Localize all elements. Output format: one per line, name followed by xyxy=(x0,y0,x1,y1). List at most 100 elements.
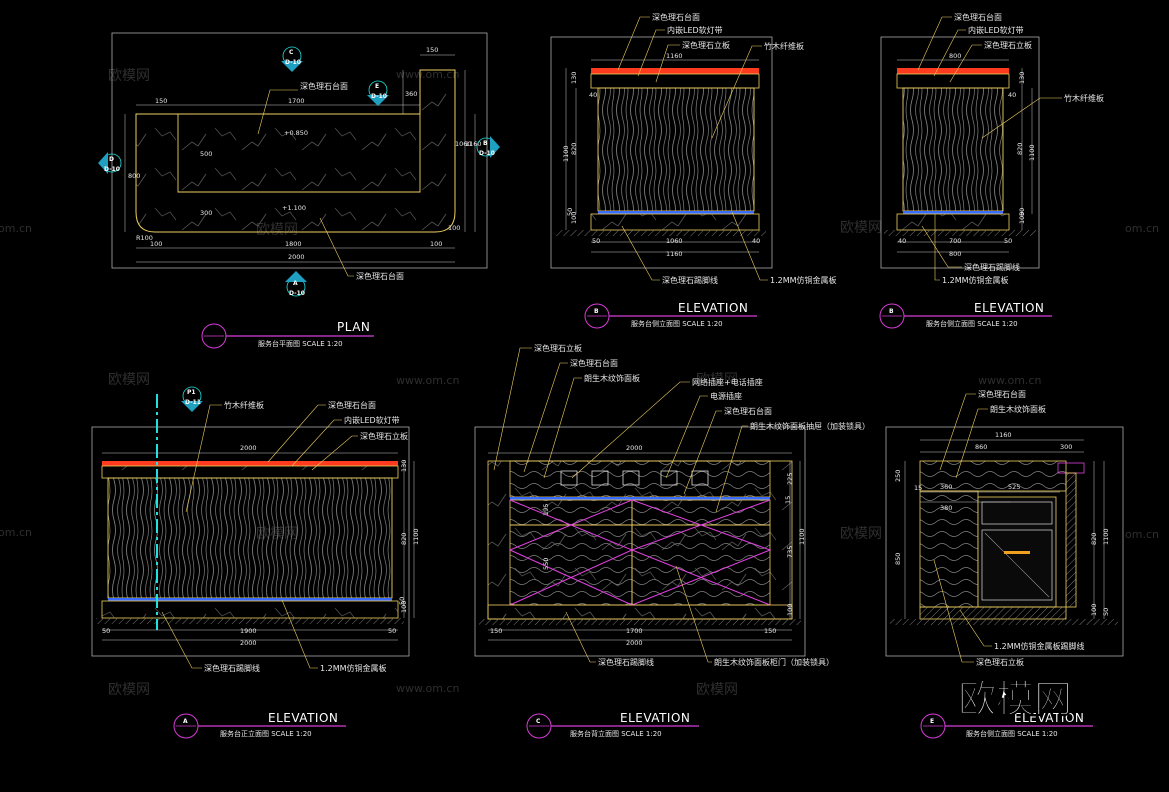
plan-dim-100-left: 100 xyxy=(150,240,162,248)
elev-b1-panel xyxy=(597,87,755,212)
elev-b2-dim-800: 800 xyxy=(949,250,961,258)
elev-e-label-3: 深色理石立板 xyxy=(976,657,1024,667)
elevation-c: 2000 150 1700 150 2000 225 15 735 1100 1… xyxy=(474,343,870,739)
elev-a-dim-50-v: 50 xyxy=(398,597,406,605)
plan-title: PLAN xyxy=(337,320,370,334)
elev-c-dim-2000: 2000 xyxy=(626,639,643,647)
elev-a-label-0: 竹木纤维板 xyxy=(224,400,264,410)
elev-b2-dims xyxy=(897,59,1033,253)
brand-logo: 欧模网 xyxy=(958,677,1072,721)
plan-leaders xyxy=(257,89,354,277)
elev-c-door-left xyxy=(509,524,633,606)
elev-a-floor xyxy=(96,618,404,624)
elev-b2-label-1: 内嵌LED软灯带 xyxy=(968,25,1024,35)
elev-b1-dim-top: 1160 xyxy=(666,52,683,60)
elev-a-marble-top xyxy=(101,465,399,479)
plan-dim-radius: R100 xyxy=(136,234,153,242)
elev-c-sockets xyxy=(560,470,709,486)
watermark-site: om.cn xyxy=(0,526,32,539)
elev-a-dim-820: 820 xyxy=(400,533,408,545)
elev-a-frame xyxy=(91,426,410,657)
elevation-a: P1 D-11 2000 50 1900 50 2000 130 820 110… xyxy=(91,386,420,739)
elev-b2-dim-1100: 1100 xyxy=(1028,144,1036,161)
elev-c-label-8: 朗生木纹饰面板柜门（加装锁具） xyxy=(714,657,834,667)
elev-b2-label-4: 深色理石踢脚线 xyxy=(964,262,1020,272)
plan-dim-150-top: 150 xyxy=(426,46,438,54)
elev-b1-tag: B xyxy=(594,308,599,315)
elev-b1-label-2: 深色理石立板 xyxy=(682,40,730,50)
elev-e-drawer xyxy=(981,501,1053,525)
watermark-brand: 欧模网 xyxy=(840,526,882,542)
elev-e-side-standoff xyxy=(1065,472,1077,608)
elev-c-drawer-rail xyxy=(510,497,770,500)
elev-c-label-1: 深色理石台面 xyxy=(570,358,618,368)
plan-dim-1700: 1700 xyxy=(288,97,305,105)
elev-b1-label-3: 竹木纤维板 xyxy=(764,41,804,51)
elev-a-dim-top: 2000 xyxy=(240,444,257,452)
plan-inner-outline xyxy=(177,114,421,193)
elev-c-leaders xyxy=(493,347,748,663)
elev-b1-floor xyxy=(556,230,766,236)
elev-b2-title: ELEVATION xyxy=(974,301,1044,315)
watermark-site: om.cn xyxy=(0,222,32,235)
elev-b2-dim-40: 40 xyxy=(898,237,906,245)
plan-level-0850: +0.850 xyxy=(284,129,308,137)
elev-a-subtitle: 服务台正立面图 SCALE 1:20 xyxy=(220,729,312,738)
elev-b1-led-strip xyxy=(591,68,759,74)
elev-e-title: ELEVATION xyxy=(1014,711,1084,725)
elevation-e: 1160 860 300 360 525 380 250 850 15 820 … xyxy=(885,389,1124,739)
elev-a-dim-1900: 1900 xyxy=(240,627,257,635)
elev-b2-dim-100: 100 xyxy=(1018,212,1026,224)
plan-dim-360: 360 xyxy=(405,90,417,98)
elev-b1-dim-130: 130 xyxy=(570,72,578,84)
plan-frame xyxy=(111,32,488,269)
elev-b1-dim-50-v: 50 xyxy=(566,208,574,216)
elev-e-frame xyxy=(885,426,1124,657)
elev-b2-label-5: 1.2MM仿铜金属板 xyxy=(942,275,1009,285)
elev-b2-led-strip xyxy=(897,68,1009,74)
elev-a-dim-2000: 2000 xyxy=(240,639,257,647)
elev-e-dim-1100: 1100 xyxy=(1102,528,1110,545)
plan-marker-e: E D-10 xyxy=(367,80,389,106)
plan-label-marble-top-2: 深色理石台面 xyxy=(356,271,404,281)
watermark-brand: 欧模网 xyxy=(108,372,150,388)
watermark-brand: 欧模网 xyxy=(696,372,738,388)
elev-b2-metal-strip xyxy=(903,211,1003,214)
elev-b2-leaders xyxy=(917,16,1062,281)
elev-e-handle xyxy=(1004,551,1030,554)
elev-b2-dim-top: 800 xyxy=(949,52,961,60)
watermark-site: om.cn xyxy=(1125,528,1159,541)
watermark-brand: 欧模网 xyxy=(840,220,882,236)
elev-c-dim-195: 195 xyxy=(542,504,550,516)
marker-letter: P1 xyxy=(187,389,196,396)
elev-b2-dim-50: 50 xyxy=(1004,237,1012,245)
elev-e-door xyxy=(981,529,1053,601)
elev-b1-dim-40-v: 40 xyxy=(589,91,597,99)
elev-a-dim-1100: 1100 xyxy=(412,528,420,545)
elev-b2-label-0: 深色理石台面 xyxy=(954,12,1002,22)
marker-ref: D-10 xyxy=(285,59,301,66)
elev-e-floor xyxy=(890,619,1118,625)
elev-e-title-block: E ELEVATION 服务台侧立面图 SCALE 1:20 xyxy=(920,711,1093,739)
elev-e-dim-300: 300 xyxy=(1060,443,1072,451)
marker-ref: D-10 xyxy=(104,166,120,173)
plan-marker-d: D D-10 xyxy=(98,152,122,174)
elev-e-dim-100: 100 xyxy=(1090,604,1098,616)
elev-c-label-0: 深色理石立板 xyxy=(534,343,582,353)
elev-a-led-strip xyxy=(102,461,398,466)
plan-marker-b: B D-10 xyxy=(476,136,500,158)
elev-c-upper-panel xyxy=(509,460,771,498)
watermarks: 欧模网 www.om.cn 欧模网 om.cn om.cn 欧模网 欧模网 ww… xyxy=(0,68,1159,698)
plan-dimension-lines xyxy=(124,54,476,263)
elev-e-leaders xyxy=(933,393,992,663)
elev-b2-dim-820: 820 xyxy=(1016,143,1024,155)
elev-b1-dim-40: 40 xyxy=(752,237,760,245)
elev-b2-dim-130: 130 xyxy=(1018,72,1026,84)
watermark-brand: 欧模网 xyxy=(696,682,738,698)
elev-c-dim-225: 225 xyxy=(786,473,794,485)
socket-icon xyxy=(560,470,578,486)
elevation-b1: 1160 50 1060 40 1160 1100 820 130 40 100… xyxy=(550,12,837,329)
elev-e-top-panel xyxy=(919,460,1067,492)
elev-b2-dim-50-v: 50 xyxy=(1018,208,1026,216)
